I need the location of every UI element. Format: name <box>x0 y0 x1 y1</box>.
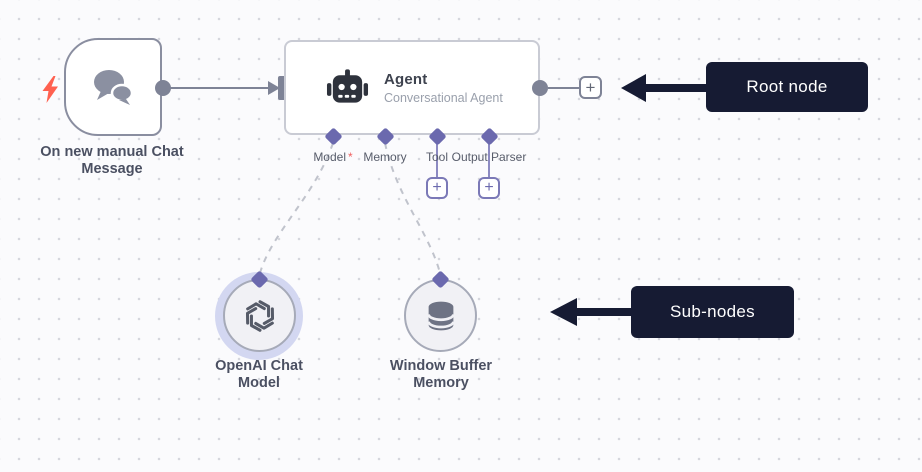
robot-icon <box>326 68 369 103</box>
connection-memory-to-buffer[interactable] <box>384 142 441 274</box>
root-node-arrow-left-icon <box>621 74 707 102</box>
database-icon <box>426 301 455 330</box>
openai-node-label: OpenAI Chat Model <box>215 358 303 392</box>
annotation-sub-nodes: Sub-nodes <box>631 286 794 338</box>
port-label-tool: Tool <box>425 150 448 164</box>
node-chat-trigger[interactable] <box>64 38 162 136</box>
agent-output-connector[interactable] <box>532 80 548 96</box>
lightning-bolt-icon <box>41 76 59 108</box>
arrowhead-icon <box>268 81 280 95</box>
connection-model-to-openai[interactable] <box>259 142 334 274</box>
chat-bubbles-icon <box>94 70 134 105</box>
port-label-output-parser: Output Parser <box>451 150 527 164</box>
openai-logo-icon <box>245 299 274 332</box>
node-window-buffer-memory[interactable] <box>404 279 477 352</box>
port-label-model: Model* <box>313 150 353 164</box>
add-next-node-button[interactable]: + <box>579 76 602 99</box>
node-agent[interactable]: Agent Conversational Agent <box>284 40 540 135</box>
agent-title: Agent <box>384 70 428 88</box>
agent-subtitle: Conversational Agent <box>384 90 503 105</box>
trigger-node-label: On new manual Chat Message <box>40 144 184 178</box>
add-tool-button[interactable]: + <box>426 177 448 199</box>
port-label-memory: Memory <box>363 150 407 164</box>
trigger-output-connector[interactable] <box>155 80 171 96</box>
subnodes-arrow-left-icon <box>550 298 632 326</box>
annotation-root-node: Root node <box>706 62 868 112</box>
required-asterisk: * <box>348 150 353 164</box>
memory-node-label: Window Buffer Memory <box>389 358 493 392</box>
add-output-parser-button[interactable]: + <box>478 177 500 199</box>
